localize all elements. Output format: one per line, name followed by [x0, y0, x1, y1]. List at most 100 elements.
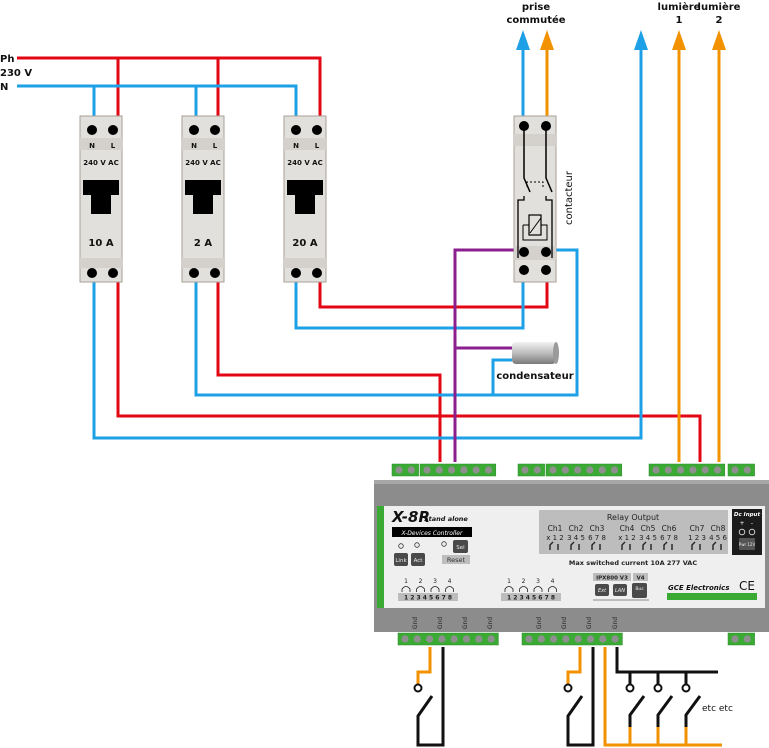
light2-label-1: lumière	[698, 1, 741, 13]
svg-text:Ch7: Ch7	[690, 524, 705, 533]
terminal-hole-icon[interactable]	[487, 635, 495, 643]
terminal-hole-icon[interactable]	[574, 635, 582, 643]
breaker-n-label: N	[89, 142, 95, 150]
terminal-block	[545, 463, 623, 477]
terminal-hole-icon[interactable]	[598, 466, 606, 474]
terminal-hole-icon[interactable]	[586, 466, 594, 474]
breaker-toggle-icon[interactable]	[83, 180, 119, 214]
switch-contact-icon	[653, 683, 663, 693]
terminal-hole-icon[interactable]	[731, 466, 739, 474]
dc-terminal-icon	[748, 528, 756, 536]
terminal-hole-icon[interactable]	[401, 635, 409, 643]
terminal-hole-icon[interactable]	[525, 635, 533, 643]
terminal-hole-icon[interactable]	[586, 635, 595, 643]
terminal-hole-icon[interactable]	[713, 466, 722, 474]
terminal-hole-icon[interactable]	[533, 466, 541, 474]
terminal-hole-icon[interactable]	[701, 466, 709, 474]
terminal-hole-icon[interactable]	[562, 635, 570, 643]
link-button[interactable]: Link	[394, 553, 408, 566]
breaker-rating: 240 V AC	[287, 159, 322, 167]
gnd-label: Gnd	[536, 617, 543, 629]
terminal-hole-icon[interactable]	[413, 635, 421, 643]
gnd-label: Gnd	[612, 617, 619, 629]
svg-text:Act: Act	[414, 558, 424, 564]
terminal-hole-icon[interactable]	[549, 466, 557, 474]
socket-label-2: commutée	[506, 14, 565, 26]
terminal-hole-icon[interactable]	[435, 466, 443, 474]
terminal-hole-icon[interactable]	[574, 466, 582, 474]
terminal-hole-icon[interactable]	[689, 466, 697, 474]
svg-text:Pwr 12V: Pwr 12V	[739, 542, 756, 547]
breaker-amps: 10 A	[88, 238, 113, 249]
breaker-toggle-icon[interactable]	[185, 180, 221, 214]
gnd-label: Gnd	[487, 617, 494, 629]
brand-label: GCE Electronics	[668, 584, 730, 592]
terminal-hole-icon[interactable]	[462, 635, 471, 643]
terminal-hole-icon[interactable]	[561, 466, 569, 474]
terminal-screw-icon	[108, 268, 118, 278]
switched-wires	[545, 42, 721, 462]
terminal-hole-icon[interactable]	[664, 466, 672, 474]
input-number: 3	[536, 578, 540, 585]
terminal-hole-icon[interactable]	[460, 466, 468, 474]
terminal-screw-icon	[87, 125, 97, 135]
terminal-hole-icon[interactable]	[472, 466, 480, 474]
control-wire	[453, 248, 518, 462]
terminal-hole-icon[interactable]	[423, 466, 431, 474]
terminal-block	[521, 632, 623, 646]
svg-text:V4: V4	[636, 576, 644, 582]
subtitle-label: Stand alone	[424, 515, 468, 523]
terminal-hole-icon[interactable]	[475, 635, 483, 643]
terminal-hole-icon[interactable]	[610, 466, 619, 474]
light1-label-2: 1	[676, 15, 683, 26]
terminal-hole-icon[interactable]	[407, 466, 415, 474]
bus-button[interactable]: Bus	[632, 583, 647, 598]
act-button[interactable]: Act	[411, 553, 425, 566]
terminal-screw-icon	[291, 268, 301, 278]
capacitor: condensateur	[496, 342, 574, 382]
terminal-hole-icon[interactable]	[450, 635, 458, 643]
terminal-screw-icon	[291, 125, 301, 135]
terminal-hole-icon[interactable]	[395, 466, 403, 474]
svg-text:Ch5: Ch5	[641, 524, 656, 533]
terminal-hole-icon[interactable]	[652, 466, 660, 474]
arrow-up-icon	[516, 30, 530, 50]
terminal-hole-icon[interactable]	[677, 466, 685, 474]
top-terminal-blocks	[391, 463, 755, 477]
svg-text:Bus: Bus	[635, 586, 644, 592]
sel-button[interactable]: Sel	[453, 540, 468, 553]
gnd-label: Gnd	[437, 617, 444, 629]
terminal-hole-icon[interactable]	[550, 635, 558, 643]
breaker-toggle-icon[interactable]	[287, 180, 323, 214]
input-jumper-icon	[533, 586, 543, 592]
terminal-hole-icon[interactable]	[521, 466, 529, 474]
dc-input-panel: Dc Input + - Pwr 12V	[732, 509, 762, 555]
svg-text:Ch2: Ch2	[569, 524, 584, 533]
terminal-hole-icon[interactable]	[743, 466, 751, 474]
input-jumper-icon	[548, 586, 557, 592]
reset-button[interactable]: Reset	[442, 555, 470, 564]
terminal-hole-icon[interactable]	[743, 635, 751, 643]
terminal-hole-icon[interactable]	[426, 635, 434, 643]
arrow-up-icon	[712, 30, 726, 50]
terminal-hole-icon[interactable]	[611, 635, 619, 643]
terminal-hole-icon[interactable]	[599, 635, 607, 643]
terminal-block	[419, 463, 497, 477]
terminal-hole-icon[interactable]	[438, 635, 446, 643]
breaker-l-label: L	[213, 142, 218, 150]
terminal-hole-icon[interactable]	[484, 466, 493, 474]
capacitor-label: condensateur	[496, 371, 573, 382]
terminal-hole-icon[interactable]	[537, 635, 545, 643]
terminal-hole-icon[interactable]	[448, 466, 456, 474]
input-jumper-icon	[416, 586, 425, 592]
ext-button[interactable]: Ext	[595, 584, 609, 596]
terminal-hole-icon[interactable]	[731, 635, 739, 643]
lan-button[interactable]: LAN	[613, 584, 627, 596]
relay-contact-icon	[549, 541, 559, 550]
switch-contact-icon	[413, 683, 423, 693]
